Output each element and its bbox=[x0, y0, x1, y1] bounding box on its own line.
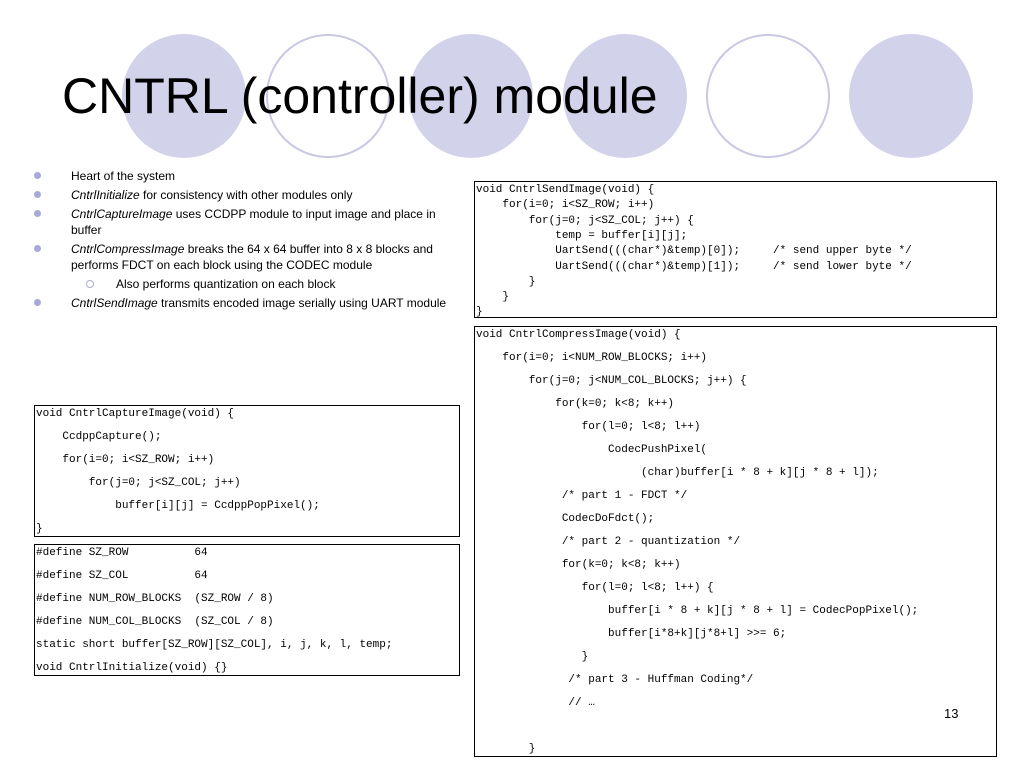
sub-bullet-item: Also performs quantization on each block bbox=[34, 276, 454, 292]
code-line: for(j=0; j<SZ_COL; j++) bbox=[36, 477, 241, 489]
bullet-item: Heart of the system bbox=[34, 168, 454, 184]
code-line: CodecDoFdct(); bbox=[476, 513, 655, 525]
code-line: UartSend(((char*)&temp)[0]); /* send upp… bbox=[476, 245, 912, 258]
code-line: temp = buffer[i][j]; bbox=[476, 229, 688, 242]
code-line: #define SZ_ROW 64 bbox=[36, 547, 208, 559]
code-line: for(l=0; l<8; l++) bbox=[476, 421, 701, 433]
code-line: #define NUM_COL_BLOCKS (SZ_COL / 8) bbox=[36, 616, 274, 628]
bullet-icon bbox=[34, 245, 41, 252]
code-line: void CntrlCompressImage(void) { bbox=[476, 329, 681, 341]
code-box-defines: #define SZ_ROW 64 #define SZ_COL 64 #defin… bbox=[34, 544, 460, 676]
bullet-icon bbox=[34, 191, 41, 198]
code-line: buffer[i*8+k][j*8+l] >>= 6; bbox=[476, 628, 787, 640]
bullet-text: uses CCDPP module to input image and pla… bbox=[71, 207, 436, 237]
code-line: } bbox=[476, 306, 483, 318]
function-name: CntrlSendImage bbox=[71, 296, 158, 310]
code-line: } bbox=[36, 523, 43, 535]
function-name: CntrlInitialize bbox=[71, 188, 140, 202]
bullet-icon bbox=[34, 299, 41, 306]
code-line: void CntrlCaptureImage(void) { bbox=[36, 408, 235, 420]
decorative-circle bbox=[266, 34, 390, 158]
code-box-send-image: void CntrlSendImage(void) { for(i=0; i<S… bbox=[474, 181, 997, 318]
code-line: buffer[i * 8 + k][j * 8 + l] = CodecPopP… bbox=[476, 605, 919, 617]
decorative-circle bbox=[122, 34, 246, 158]
bullet-text: Heart of the system bbox=[71, 169, 176, 183]
code-box-compress-image: void CntrlCompressImage(void) { for(i=0;… bbox=[474, 326, 997, 757]
code-line: (char)buffer[i * 8 + k][j * 8 + l]); bbox=[476, 467, 879, 479]
decorative-circle bbox=[849, 34, 973, 158]
code-line: } bbox=[476, 275, 536, 288]
code-line: void CntrlSendImage(void) { bbox=[476, 184, 655, 196]
code-line: } bbox=[476, 743, 536, 755]
bullet-item: CntrlCaptureImage uses CCDPP module to i… bbox=[34, 206, 454, 238]
code-line: #define NUM_ROW_BLOCKS (SZ_ROW / 8) bbox=[36, 593, 274, 605]
code-line: static short buffer[SZ_ROW][SZ_COL], i, … bbox=[36, 639, 393, 651]
code-line: /* part 3 - Huffman Coding*/ bbox=[476, 674, 754, 686]
code-line: UartSend(((char*)&temp)[1]); /* send low… bbox=[476, 260, 912, 273]
bullet-text: breaks the 64 x 64 buffer into 8 x 8 blo… bbox=[71, 242, 433, 272]
bullet-item: CntrlCompressImage breaks the 64 x 64 bu… bbox=[34, 241, 454, 273]
code-line: for(i=0; i<NUM_ROW_BLOCKS; i++) bbox=[476, 352, 708, 364]
page-number: 13 bbox=[944, 706, 959, 721]
code-line: for(k=0; k<8; k++) bbox=[476, 559, 681, 571]
code-line: CcdppCapture(); bbox=[36, 431, 162, 443]
code-line: for(j=0; j<SZ_COL; j++) { bbox=[476, 214, 694, 227]
function-name: CntrlCompressImage bbox=[71, 242, 185, 256]
code-line: #define SZ_COL 64 bbox=[36, 570, 208, 582]
bullet-text: for consistency with other modules only bbox=[139, 188, 353, 202]
bullet-text: transmits encoded image serially using U… bbox=[157, 296, 447, 310]
bullet-text: Also performs quantization on each block bbox=[116, 277, 336, 291]
code-line: } bbox=[476, 291, 510, 304]
bullet-list: Heart of the system CntrlInitialize for … bbox=[34, 168, 454, 314]
function-name: CntrlCaptureImage bbox=[71, 207, 173, 221]
bullet-item: CntrlSendImage transmits encoded image s… bbox=[34, 295, 454, 311]
slide-title: CNTRL (controller) module bbox=[62, 68, 658, 124]
code-line: buffer[i][j] = CcdppPopPixel(); bbox=[36, 500, 320, 512]
decorative-circle bbox=[409, 34, 533, 158]
code-line: for(j=0; j<NUM_COL_BLOCKS; j++) { bbox=[476, 375, 747, 387]
code-line: } bbox=[476, 651, 589, 663]
code-line: void CntrlInitialize(void) {} bbox=[36, 662, 228, 674]
code-line: for(l=0; l<8; l++) { bbox=[476, 582, 714, 594]
bullet-icon bbox=[34, 172, 41, 179]
code-line: // … bbox=[476, 697, 595, 709]
sub-bullet-icon bbox=[86, 280, 94, 288]
code-line: CodecPushPixel( bbox=[476, 444, 708, 456]
bullet-item: CntrlInitialize for consistency with oth… bbox=[34, 187, 454, 203]
code-line: /* part 1 - FDCT */ bbox=[476, 490, 688, 502]
code-line: /* part 2 - quantization */ bbox=[476, 536, 741, 548]
code-line: for(k=0; k<8; k++) bbox=[476, 398, 675, 410]
code-box-capture-image: void CntrlCaptureImage(void) { CcdppCapt… bbox=[34, 405, 460, 537]
decorative-circle bbox=[563, 34, 687, 158]
bullet-icon bbox=[34, 210, 41, 217]
code-line: for(i=0; i<SZ_ROW; i++) bbox=[476, 199, 655, 212]
code-line: for(i=0; i<SZ_ROW; i++) bbox=[36, 454, 215, 466]
decorative-circle bbox=[706, 34, 830, 158]
